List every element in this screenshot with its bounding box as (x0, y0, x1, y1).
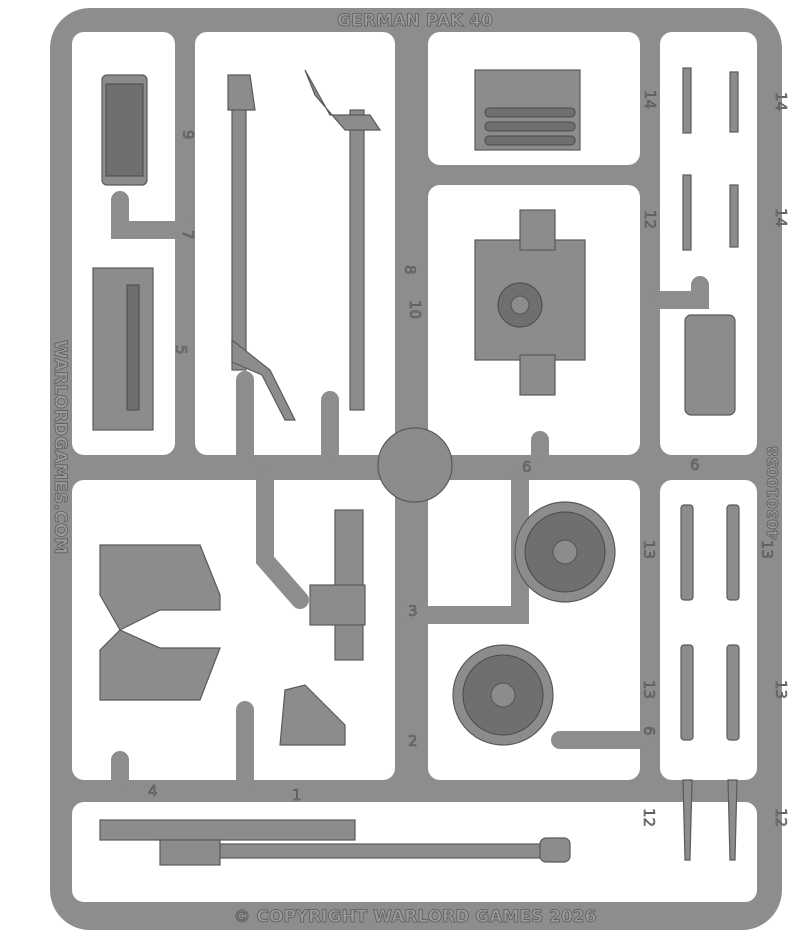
part-number: 13 (640, 680, 658, 699)
part-9-box (101, 74, 148, 186)
part-6-wheel (514, 501, 616, 603)
part-number: 1 (292, 786, 302, 804)
sprue-title: GERMAN PAK 40 (337, 11, 493, 31)
part-6-box (684, 314, 736, 416)
part-12-rods (682, 779, 738, 861)
part-number: 6 (690, 456, 700, 474)
copyright-text: © COPYRIGHT WARLORD GAMES 2026 (234, 907, 597, 927)
runners (111, 191, 709, 789)
part-number: 8 (401, 265, 419, 275)
part-number: 14 (641, 90, 659, 109)
part-number: 14 (772, 208, 790, 227)
part-number: 7 (179, 230, 197, 240)
part-4-shield (99, 544, 221, 701)
part-number: 12 (641, 210, 659, 229)
part-number: 3 (408, 602, 418, 620)
part-3-breech (309, 509, 366, 661)
part-1-barrel (99, 819, 571, 866)
part-number: 12 (640, 808, 658, 827)
part-number: 6 (640, 726, 658, 736)
part-ammo-crate (474, 69, 581, 151)
part-number: 9 (179, 130, 197, 140)
sprue-hub (377, 427, 453, 503)
part-2-mount (279, 684, 346, 746)
part-6-wheel (452, 644, 554, 746)
part-number: 13 (758, 540, 776, 559)
part-number: 12 (772, 808, 790, 827)
part-number: 4 (148, 782, 158, 800)
part-number: 2 (408, 732, 418, 750)
part-number: 6 (522, 458, 532, 476)
website-text: WARLORDGAMES.COM (50, 340, 70, 554)
part-10-cradle (474, 209, 586, 396)
part-number: 10 (406, 300, 424, 319)
part-number: 13 (772, 680, 790, 699)
part-number: 13 (640, 540, 658, 559)
part-13-rods (680, 504, 740, 741)
product-code: 403010038 (764, 446, 782, 540)
part-14-rods (682, 67, 739, 251)
part-number: 14 (772, 92, 790, 111)
part-number: 5 (172, 345, 190, 355)
part-8-trail (304, 69, 382, 411)
part-7-trail (227, 74, 296, 421)
part-5-plate (92, 267, 154, 431)
part-numbers: 9 7 5 8 10 14 14 12 14 6 6 13 13 13 13 6… (148, 90, 791, 828)
